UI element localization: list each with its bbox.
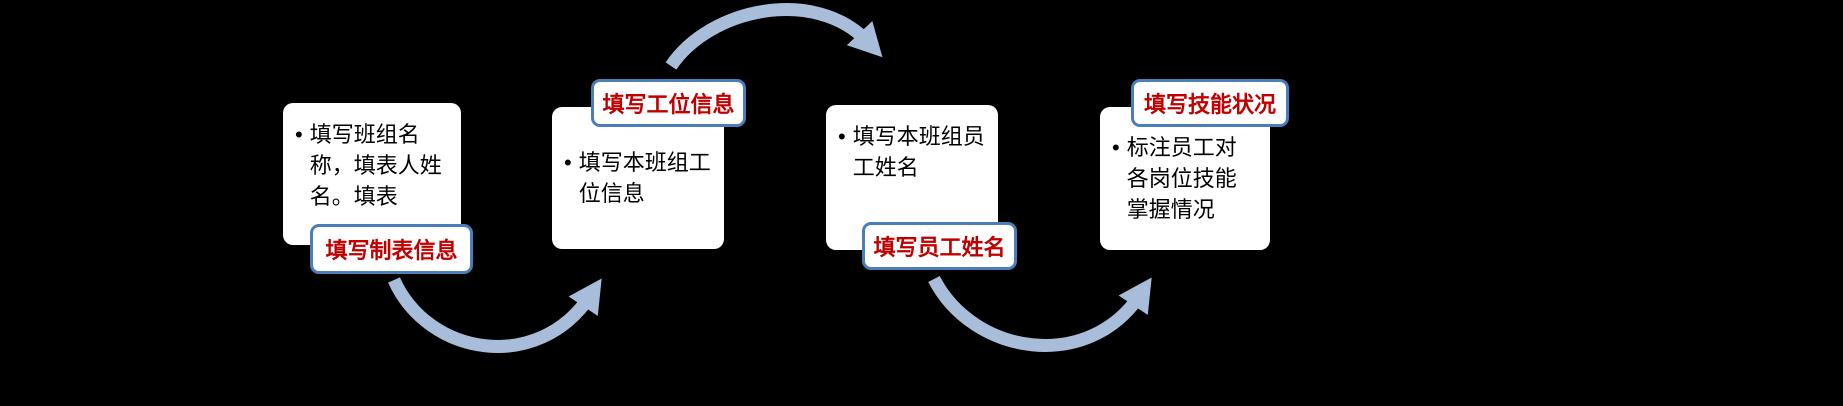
curved-arrow-icon (928, 275, 1152, 352)
bullet-icon: • (1112, 134, 1120, 160)
bullet-icon: • (295, 122, 303, 147)
step-4-body-text: 标注员工对各岗位技能掌握情况 (1126, 134, 1237, 223)
bullet-icon: • (838, 124, 846, 149)
step-card-1-content: • 填写班组名称，填表人姓名。填表 (295, 119, 449, 213)
step-card-3-content: • 填写本班组员工姓名 (838, 121, 986, 183)
callout-label-3: 填写员工姓名 (862, 222, 1017, 270)
step-card-1: • 填写班组名称，填表人姓名。填表 (283, 103, 461, 245)
bullet-icon: • (564, 149, 572, 175)
step-1-body-text: 填写班组名称，填表人姓名。填表 (309, 122, 442, 210)
step-2-body-text: 填写本班组工位信息 (578, 149, 711, 206)
step-card-3: • 填写本班组员工姓名 (826, 105, 998, 250)
step-card-4-content: • 标注员工对各岗位技能掌握情况 (1112, 132, 1258, 226)
callout-label-2: 填写工位信息 (591, 79, 746, 127)
step-card-4: • 标注员工对各岗位技能掌握情况 (1100, 107, 1270, 250)
callout-label-4: 填写技能状况 (1131, 79, 1289, 127)
step-card-2: • 填写本班组工位信息 (552, 107, 724, 249)
step-3-body-text: 填写本班组员工姓名 (852, 124, 985, 181)
callout-label-1: 填写制表信息 (310, 224, 473, 274)
step-card-2-content: • 填写本班组工位信息 (564, 147, 712, 209)
curved-arrow-icon (388, 277, 602, 353)
curved-arrow-icon (665, 3, 883, 70)
